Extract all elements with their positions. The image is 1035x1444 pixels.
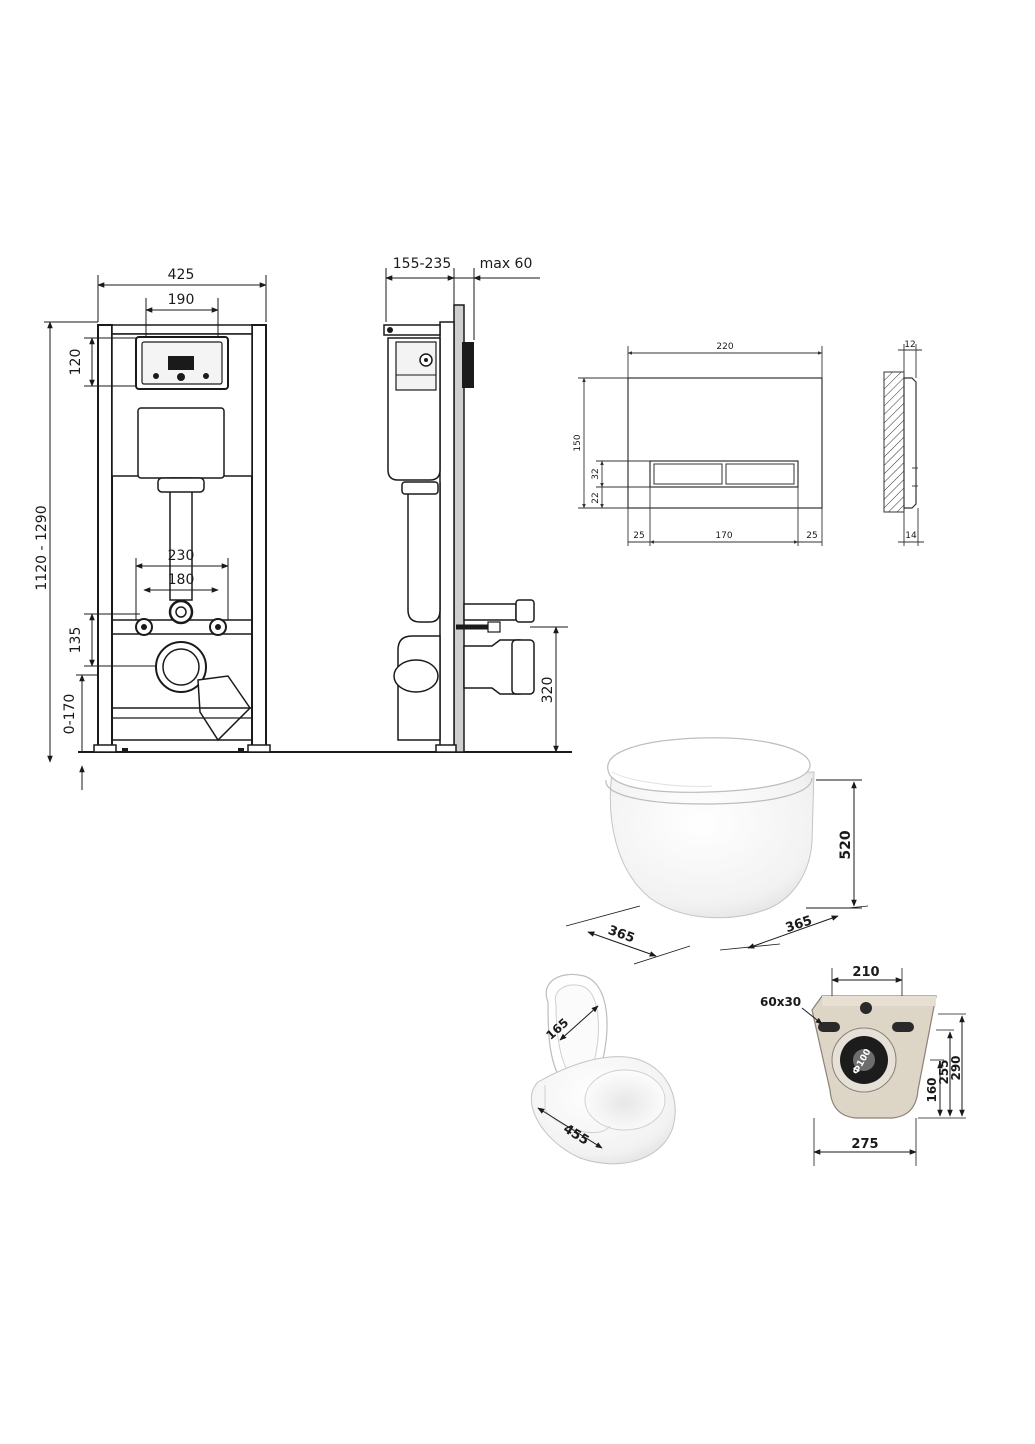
dim-studs-inner: 180 bbox=[168, 572, 195, 588]
dim-width: 425 bbox=[168, 267, 195, 283]
dim-bowl-depth-right: 365 bbox=[784, 913, 814, 936]
frame-left-post bbox=[97, 324, 113, 748]
dim-back-top-width: 210 bbox=[852, 965, 879, 980]
dim-depth-range: 155-235 bbox=[393, 256, 452, 272]
dim-outlet-height: 320 bbox=[540, 677, 556, 704]
bowl-perspective-view: 520 365 365 bbox=[565, 737, 869, 965]
flush-plate-view: 220 150 32 22 25 170 25 12 14 bbox=[573, 340, 924, 546]
frame-top-rail bbox=[111, 324, 253, 335]
bowl-seat bbox=[607, 737, 811, 793]
frame-right-post bbox=[251, 324, 267, 748]
dim-height-range: 1120 - 1290 bbox=[34, 505, 50, 590]
dim-back-h1: 160 bbox=[925, 1077, 939, 1102]
dim-button-span: 170 bbox=[715, 531, 732, 541]
dim-max-panel: max 60 bbox=[480, 256, 533, 272]
dim-margin-left: 25 bbox=[633, 531, 644, 541]
dim-back-h3: 290 bbox=[949, 1055, 963, 1080]
frame-right-foot bbox=[247, 744, 271, 753]
dim-plate-width: 190 bbox=[168, 292, 195, 308]
dim-bowl-depth-left: 365 bbox=[606, 923, 637, 946]
dim-back-bottom-width: 275 bbox=[851, 1137, 878, 1152]
dim-bowl-height: 520 bbox=[838, 830, 854, 859]
dim-plate-width-220: 220 bbox=[716, 342, 733, 352]
dim-foot-range: 0-170 bbox=[62, 694, 78, 735]
bowl-open-view: 165 455 bbox=[530, 973, 676, 1165]
inlet-hole-icon bbox=[860, 1002, 872, 1014]
flush-button-full[interactable] bbox=[725, 463, 795, 485]
dim-studs-outer: 230 bbox=[168, 548, 195, 564]
dim-outlet-offset: 135 bbox=[68, 627, 84, 654]
side-frame-post bbox=[439, 321, 455, 753]
flush-button-half[interactable] bbox=[653, 463, 723, 485]
frame-left-foot bbox=[93, 744, 117, 753]
bowl-body bbox=[609, 771, 815, 919]
frame-side-view: 155-235 max 60 320 bbox=[383, 256, 568, 753]
dim-slot: 60x30 bbox=[760, 995, 801, 1009]
dim-margin-right: 25 bbox=[806, 531, 817, 541]
wall-hatch bbox=[883, 371, 905, 513]
cistern-tank bbox=[137, 407, 225, 479]
bowl-inner bbox=[584, 1069, 666, 1131]
frame-front-view: 425 190 120 1120 - 1290 230 180 135 0-17… bbox=[34, 267, 572, 790]
dim-thickness-bottom: 14 bbox=[905, 531, 917, 541]
dim-plate-height-150: 150 bbox=[573, 434, 583, 451]
side-flush-plate bbox=[462, 342, 474, 388]
dim-button-height: 32 bbox=[591, 468, 601, 479]
mount-slot-left bbox=[818, 1022, 840, 1032]
plate-profile bbox=[903, 377, 917, 509]
dim-thickness-top: 12 bbox=[904, 340, 915, 350]
dim-plate-height: 120 bbox=[68, 349, 84, 376]
dim-button-offset: 22 bbox=[591, 492, 601, 503]
dim-back-h2: 255 bbox=[937, 1059, 951, 1084]
bowl-back-view: Ф100 210 60x30 275 160 255 290 bbox=[760, 965, 966, 1166]
mount-slot-right bbox=[892, 1022, 914, 1032]
flush-plate bbox=[627, 377, 823, 509]
